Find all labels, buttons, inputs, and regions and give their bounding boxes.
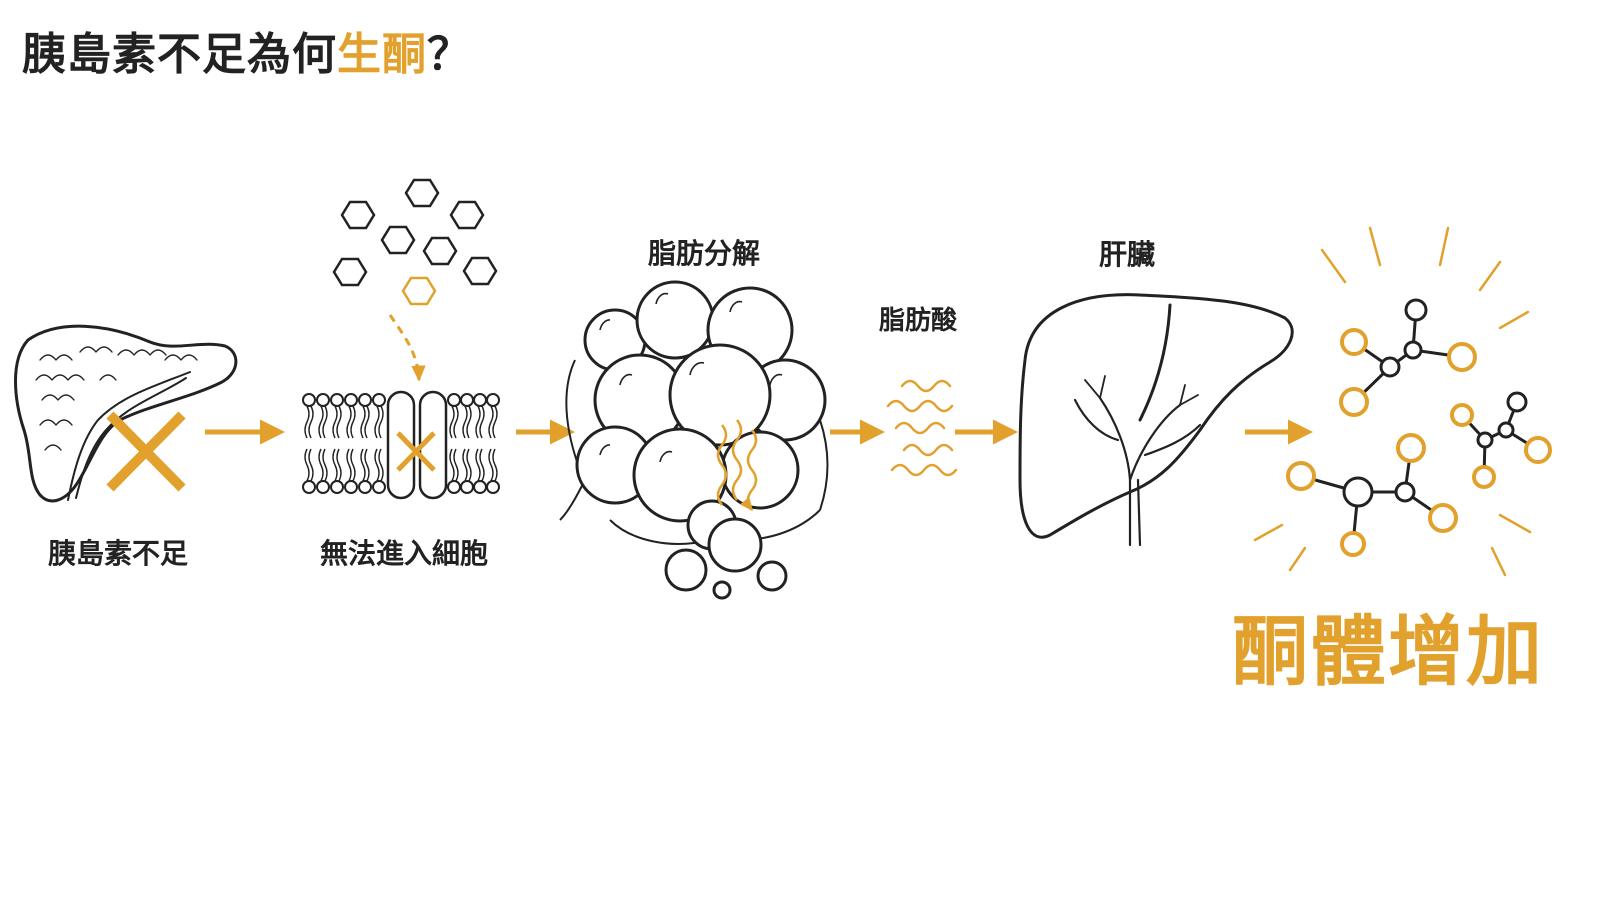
fatty-acid-chains xyxy=(886,379,958,477)
fat-cells-illustration xyxy=(559,280,829,600)
result-label: 酮體增加 xyxy=(1232,607,1544,696)
title-highlight: 生酮 xyxy=(337,29,427,80)
title-end: ？ xyxy=(427,29,472,80)
glucose-molecules xyxy=(332,178,498,306)
liver-illustration xyxy=(1018,293,1294,547)
glucose-dashed-arrow xyxy=(388,314,426,382)
label-membrane: 無法進入細胞 xyxy=(319,537,489,570)
label-fat-breakdown: 脂肪分解 xyxy=(647,237,761,270)
label-fatty-acid: 脂肪酸 xyxy=(878,306,958,336)
label-pancreas: 胰島素不足 xyxy=(47,537,189,570)
title-main: 胰島素不足為何 xyxy=(22,29,337,80)
pancreas-illustration xyxy=(14,324,238,503)
membrane-blocked-mark xyxy=(396,431,436,472)
burst-rays xyxy=(1253,226,1532,577)
page-title: 胰島素不足為何生酮？ xyxy=(22,18,472,82)
ketone-molecules xyxy=(1286,298,1552,557)
fatty-acid-release xyxy=(716,419,758,512)
cell-membrane xyxy=(302,390,500,500)
label-liver: 肝臟 xyxy=(1098,238,1156,271)
